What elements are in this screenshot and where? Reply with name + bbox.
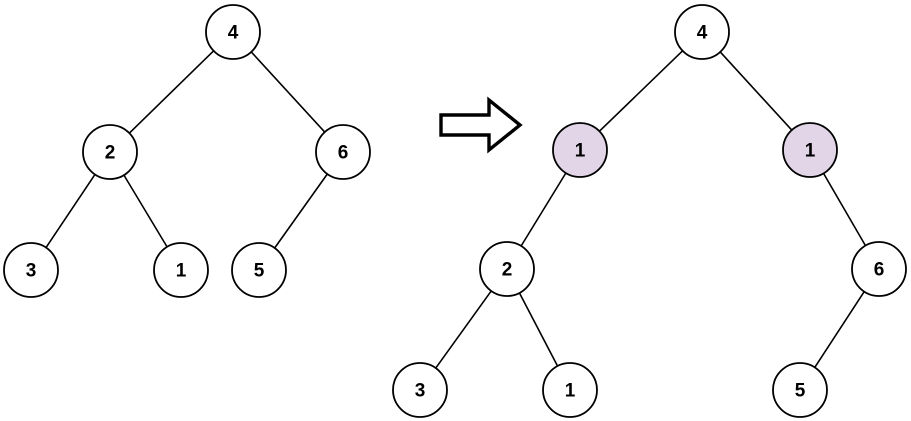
tree-before-tree: 4 2 6 3 1 5: [3, 4, 371, 298]
tree-node-R4[interactable]: 4: [674, 4, 730, 60]
tree-nodes: 4 1 1 2 6 3 1 5: [392, 4, 907, 418]
tree-node-R1b[interactable]: 1: [782, 122, 838, 178]
diagrams-layer: 4 2 6 3 1 5 4 1 1 2 6 3 1 5: [3, 4, 907, 418]
tree-edge-R6-R5: [813, 290, 866, 369]
tree-node-L3[interactable]: 3: [3, 242, 59, 298]
tree-node-R6[interactable]: 6: [851, 241, 907, 297]
tree-node-L1[interactable]: 1: [153, 242, 209, 298]
node-circle-highlighted[interactable]: [782, 122, 838, 178]
node-value-label: 1: [565, 381, 576, 402]
tree-edge-L4-L6: [250, 51, 326, 133]
node-value-label: 6: [338, 143, 349, 164]
node-value-label: 2: [105, 143, 116, 164]
tree-edges: [434, 49, 867, 369]
tree-node-R1a[interactable]: 1: [552, 122, 608, 178]
tree-edge-R2-R3: [434, 290, 493, 369]
node-circle[interactable]: [674, 4, 730, 60]
tree-edge-L2-L1: [123, 174, 168, 248]
tree-node-L6[interactable]: 6: [315, 124, 371, 180]
tree-node-L2[interactable]: 2: [82, 124, 138, 180]
node-circle[interactable]: [542, 362, 598, 418]
node-circle[interactable]: [772, 362, 828, 418]
node-value-label: 4: [228, 23, 239, 44]
node-value-label: 1: [805, 141, 816, 162]
node-circle[interactable]: [231, 242, 287, 298]
tree-edge-R2-R1c: [518, 292, 559, 367]
tree-nodes: 4 2 6 3 1 5: [3, 4, 371, 298]
node-value-label: 1: [176, 261, 187, 282]
tree-edge-R1a-R2: [520, 172, 567, 247]
tree-after-tree: 4 1 1 2 6 3 1 5: [392, 4, 907, 418]
node-value-label: 6: [874, 260, 885, 281]
tree-edges: [45, 50, 329, 249]
tree-node-R3[interactable]: 3: [392, 362, 448, 418]
node-circle[interactable]: [851, 241, 907, 297]
node-circle-highlighted[interactable]: [552, 122, 608, 178]
tree-edge-R4-R1b: [719, 51, 793, 131]
tree-node-R1c[interactable]: 1: [542, 362, 598, 418]
tree-edge-R1b-R6: [822, 172, 867, 247]
node-circle[interactable]: [3, 242, 59, 298]
tree-edge-R4-R1a: [598, 49, 684, 133]
node-circle[interactable]: [392, 362, 448, 418]
tree-edge-L4-L2: [128, 50, 215, 134]
node-value-label: 3: [26, 261, 37, 282]
arrow-layer: [439, 96, 523, 154]
node-circle[interactable]: [479, 241, 535, 297]
node-value-label: 2: [502, 260, 513, 281]
tree-node-R5[interactable]: 5: [772, 362, 828, 418]
tree-edge-L6-L5: [273, 173, 329, 249]
node-value-label: 1: [575, 141, 586, 162]
node-value-label: 5: [254, 261, 265, 282]
node-value-label: 4: [697, 23, 708, 44]
tree-node-R2[interactable]: 2: [479, 241, 535, 297]
node-circle[interactable]: [82, 124, 138, 180]
node-circle[interactable]: [205, 4, 261, 60]
node-circle[interactable]: [315, 124, 371, 180]
tree-node-L5[interactable]: 5: [231, 242, 287, 298]
tree-node-L4[interactable]: 4: [205, 4, 261, 60]
node-value-label: 5: [795, 381, 806, 402]
node-value-label: 3: [415, 381, 426, 402]
tree-edge-L2-L3: [45, 173, 96, 249]
node-circle[interactable]: [153, 242, 209, 298]
transforms-into-arrow-icon: [439, 96, 523, 154]
